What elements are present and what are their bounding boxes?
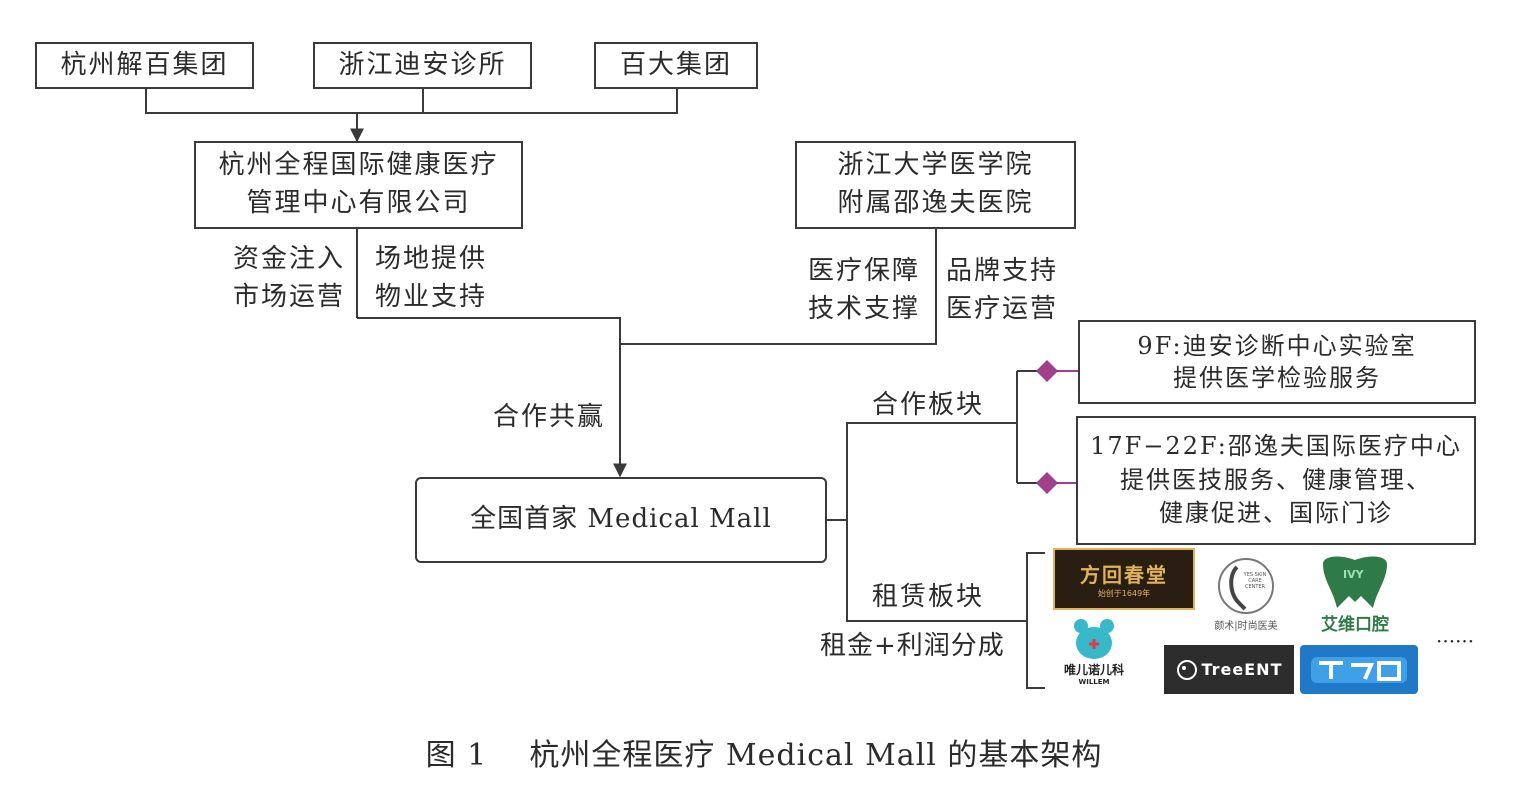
blue-brand-logo bbox=[1300, 645, 1418, 694]
face-profile-icon bbox=[1218, 557, 1274, 614]
bear-icon bbox=[1074, 618, 1114, 659]
willem-logo: 唯儿诺儿科 WILLEM bbox=[1053, 612, 1135, 690]
box-zheda-shaoyifu: 浙江大学医学院 附属邵逸夫医院 bbox=[795, 141, 1076, 229]
box-quancheng-center: 杭州全程国际健康医疗 管理中心有限公司 bbox=[194, 141, 523, 229]
connector-quancheng-right bbox=[357, 317, 621, 344]
zheda-line-1: 浙江大学医学院 bbox=[837, 150, 1034, 181]
connector-lease-section bbox=[846, 520, 1027, 622]
zheda-line-2: 附属邵逸夫医院 bbox=[837, 188, 1034, 218]
aiwei-logo: IVY 艾维口腔 bbox=[1310, 550, 1400, 638]
more-ellipsis: ······ bbox=[1436, 629, 1475, 653]
connector-baida bbox=[357, 89, 678, 114]
treeent-icon bbox=[1176, 659, 1197, 680]
box-hangzhou-jiebai: 杭州解百集团 bbox=[35, 42, 254, 89]
yanshu-logo: YES SKIN CARE CENTER 颜术|时尚医美 bbox=[1200, 548, 1292, 638]
label-coop-section: 合作板块 bbox=[872, 390, 985, 420]
box-baida: 百大集团 bbox=[594, 42, 758, 89]
label-lease-terms: 租金+利润分成 bbox=[820, 631, 1005, 661]
label-lease-section: 租赁板块 bbox=[872, 582, 985, 612]
connector-zheda bbox=[620, 229, 937, 345]
label-coop-winwin: 合作共赢 bbox=[493, 402, 606, 432]
label-brand: 品牌支持 医疗运营 bbox=[946, 256, 1059, 324]
treeent-logo: TreeENT bbox=[1164, 645, 1294, 694]
aiwei-sub-text: IVY bbox=[1343, 568, 1365, 581]
box-zhejiang-dian: 浙江迪安诊所 bbox=[313, 42, 532, 89]
box-medical-mall: 全国首家 Medical Mall bbox=[415, 477, 827, 563]
blue-brand-icon bbox=[1311, 656, 1407, 683]
figure-caption: 图 1 杭州全程医疗 Medical Mall 的基本架构 bbox=[425, 738, 1103, 773]
quancheng-line-1: 杭州全程国际健康医疗 bbox=[218, 150, 499, 181]
label-funding: 资金注入 市场运营 bbox=[232, 244, 345, 312]
diamond-marker-9f bbox=[1036, 360, 1058, 382]
box-17f-shaoyifu-intl: 17F−22F:邵逸夫国际医疗中心 提供医技服务、健康管理、 健康促进、国际门诊 bbox=[1076, 416, 1476, 545]
tooth-icon: IVY bbox=[1323, 556, 1387, 608]
fanghuichuntang-logo: 方回春堂 始创于1649年 bbox=[1053, 548, 1195, 610]
label-venue: 场地提供 物业支持 bbox=[375, 244, 488, 312]
label-medical: 医疗保障 技术支撑 bbox=[807, 256, 920, 324]
diamond-marker-17f bbox=[1036, 472, 1058, 494]
connector-jiebai bbox=[145, 89, 357, 114]
box-9f-dian-lab: 9F:迪安诊断中心实验室 提供医学检验服务 bbox=[1078, 320, 1476, 404]
quancheng-line-2: 管理中心有限公司 bbox=[246, 188, 471, 218]
connector-coop-section bbox=[846, 422, 1017, 520]
lease-bracket bbox=[1026, 552, 1045, 689]
